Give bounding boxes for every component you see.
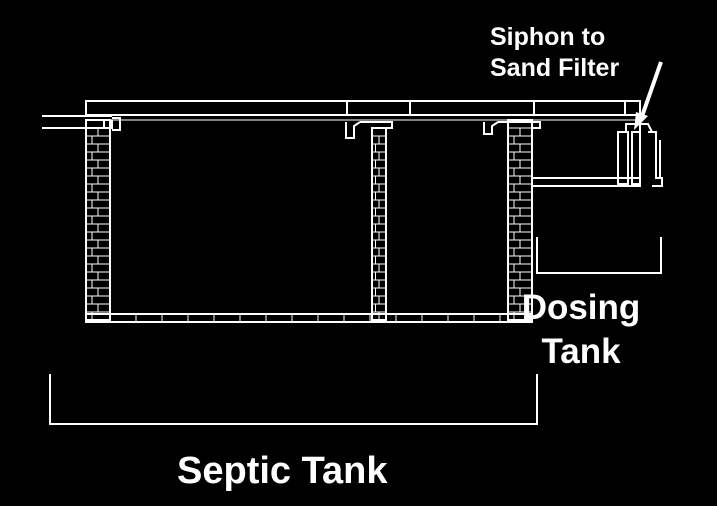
left-wall bbox=[85, 119, 111, 321]
right-wall bbox=[507, 119, 533, 321]
inlet-pipe bbox=[42, 115, 112, 129]
siphon-label-line2: Sand Filter bbox=[490, 54, 620, 82]
tank-floor bbox=[85, 313, 533, 323]
siphon bbox=[617, 123, 663, 187]
siphon-label: Siphon to Sand Filter bbox=[490, 22, 619, 84]
middle-baffle-wall bbox=[371, 127, 387, 321]
septic-tank-bracket bbox=[49, 374, 538, 425]
septic-tank-label: Septic Tank bbox=[177, 450, 388, 492]
siphon-label-line1: Siphon to bbox=[490, 23, 606, 51]
dosing-tank-label: Dosing Tank bbox=[516, 286, 646, 374]
dosing-tank-bracket bbox=[536, 237, 662, 274]
outlet-tee bbox=[483, 121, 541, 135]
dosing-label-line2: Tank bbox=[541, 332, 621, 371]
inlet-tee bbox=[103, 117, 121, 131]
tank-lid bbox=[85, 100, 641, 121]
dosing-label-line1: Dosing bbox=[521, 288, 641, 327]
dosing-tank-top bbox=[531, 115, 641, 187]
middle-tee bbox=[345, 121, 393, 139]
siphon-arrow bbox=[634, 61, 663, 130]
